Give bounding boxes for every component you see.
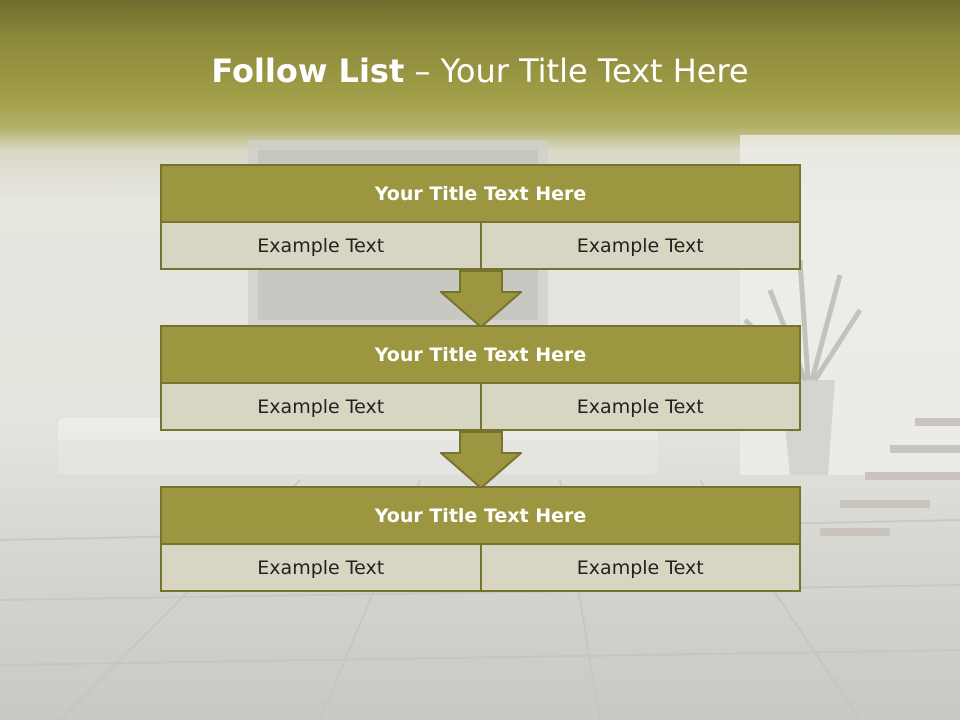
step-title: Your Title Text Here — [162, 327, 799, 384]
down-arrow-1 — [440, 270, 522, 328]
step-block-2: Your Title Text Here Example Text Exampl… — [160, 325, 801, 431]
step-row: Example Text Example Text — [162, 384, 799, 429]
step-title: Your Title Text Here — [162, 166, 799, 223]
step-row: Example Text Example Text — [162, 545, 799, 590]
step-cell-left: Example Text — [162, 223, 480, 268]
slide-title: Follow List – Your Title Text Here — [0, 52, 960, 90]
step-block-1: Your Title Text Here Example Text Exampl… — [160, 164, 801, 270]
step-block-3: Your Title Text Here Example Text Exampl… — [160, 486, 801, 592]
slide-title-bold: Follow List — [211, 52, 405, 90]
slide-title-rest: – Your Title Text Here — [404, 52, 749, 90]
step-cell-left: Example Text — [162, 384, 480, 429]
step-cell-right: Example Text — [479, 384, 799, 429]
step-cell-left: Example Text — [162, 545, 480, 590]
step-row: Example Text Example Text — [162, 223, 799, 268]
down-arrow-2 — [440, 431, 522, 489]
step-cell-right: Example Text — [479, 223, 799, 268]
step-cell-right: Example Text — [479, 545, 799, 590]
step-title: Your Title Text Here — [162, 488, 799, 545]
